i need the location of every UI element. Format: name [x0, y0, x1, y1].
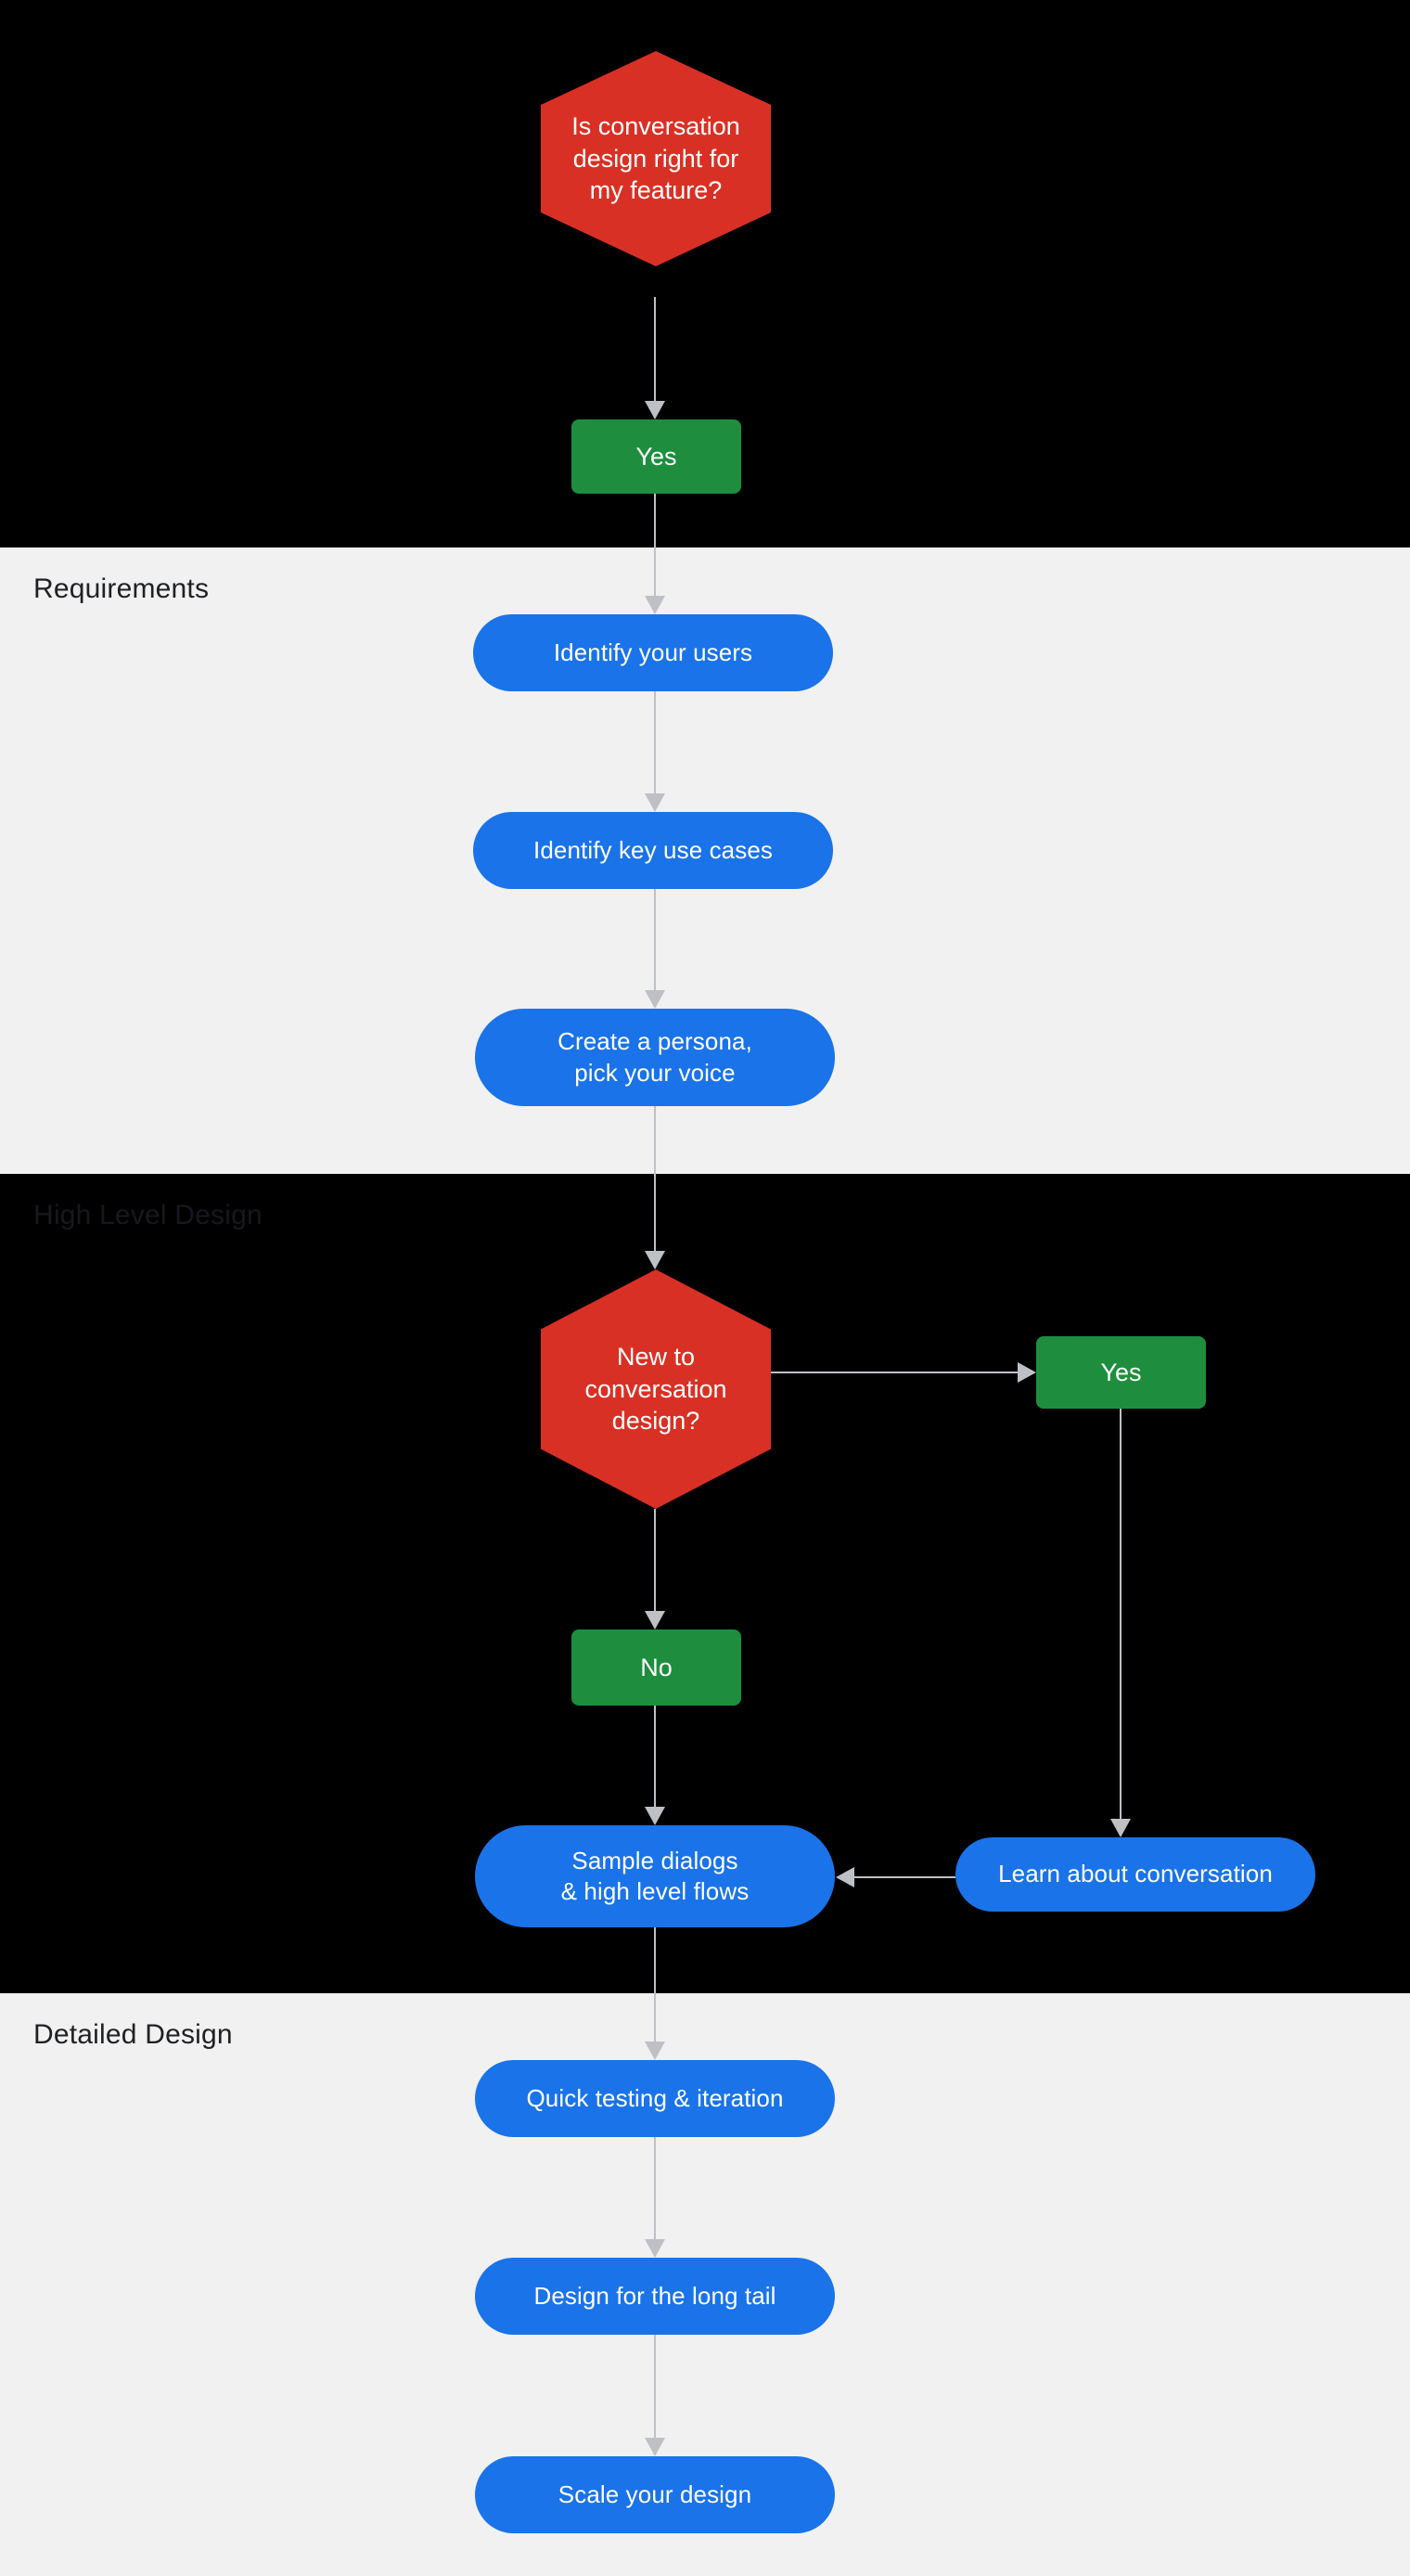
arrowhead-down-icon-c-no-to-sample [645, 1807, 665, 1825]
arrowhead-down-icon-c-usecases-to-persona [645, 990, 665, 1009]
connector-line-c-hex2-to-yes2 [771, 1372, 1018, 1373]
node-label-identify-use-cases: Identify key use cases [533, 835, 773, 864]
node-label-q-right-for-feature: Is conversation design right for my feat… [571, 112, 740, 205]
node-no-1[interactable]: No [571, 1629, 741, 1706]
connector-line-c-sample-to-quick [654, 1927, 656, 2041]
section-label-requirements: Requirements [33, 573, 210, 604]
connector-line-c-yes1-to-users [654, 494, 656, 596]
arrowhead-left-icon-c-learn-to-sample [836, 1867, 854, 1887]
node-label-q-new-to-cd: New to conversation design? [584, 1343, 727, 1436]
node-quick-testing[interactable]: Quick testing & iteration [475, 2060, 835, 2137]
arrowhead-down-icon-c-persona-to-hex2 [645, 1251, 665, 1269]
arrowhead-down-icon-c-users-to-usecases [645, 793, 665, 812]
connector-line-c-no-to-sample [654, 1706, 656, 1807]
connector-line-c-hex1-to-yes1 [654, 297, 656, 401]
node-scale-design[interactable]: Scale your design [475, 2456, 835, 2533]
node-label-design-long-tail: Design for the long tail [533, 2281, 776, 2310]
section-label-high-level: High Level Design [33, 1200, 263, 1230]
connector-line-c-hex2-to-no [654, 1509, 656, 1611]
node-sample-dialogs[interactable]: Sample dialogs & high level flows [475, 1825, 835, 1927]
arrowhead-down-icon-c-quick-to-longtail [645, 2239, 665, 2258]
arrowhead-down-icon-c-longtail-to-scale [645, 2438, 665, 2456]
arrowhead-down-icon-c-yes1-to-users [645, 596, 665, 614]
arrowhead-down-icon-c-hex1-to-yes1 [645, 401, 665, 419]
node-identify-use-cases[interactable]: Identify key use cases [473, 812, 833, 889]
connector-line-c-yes2-to-learn [1120, 1409, 1122, 1819]
connector-line-c-longtail-to-scale [654, 2335, 656, 2438]
node-label-yes-1: Yes [635, 442, 677, 470]
node-yes-1[interactable]: Yes [571, 419, 741, 494]
connector-line-c-quick-to-longtail [654, 2137, 656, 2239]
node-label-yes-2: Yes [1100, 1358, 1142, 1386]
connector-line-c-users-to-usecases [654, 691, 656, 793]
node-label-learn-conversation: Learn about conversation [998, 1860, 1273, 1888]
node-label-quick-testing: Quick testing & iteration [526, 2083, 784, 2112]
node-create-persona[interactable]: Create a persona, pick your voice [475, 1009, 835, 1106]
arrowhead-down-icon-c-hex2-to-no [645, 1611, 665, 1629]
node-label-identify-users: Identify your users [553, 638, 753, 666]
arrowhead-right-icon-c-hex2-to-yes2 [1018, 1362, 1036, 1383]
node-label-scale-design: Scale your design [558, 2479, 752, 2508]
node-label-sample-dialogs: Sample dialogs & high level flows [560, 1846, 750, 1905]
node-learn-conversation[interactable]: Learn about conversation [955, 1837, 1315, 1912]
connector-line-c-persona-to-hex2 [654, 1106, 656, 1251]
arrowhead-down-icon-c-yes2-to-learn [1110, 1819, 1131, 1837]
node-design-long-tail[interactable]: Design for the long tail [475, 2258, 835, 2335]
arrowhead-down-icon-c-sample-to-quick [645, 2041, 665, 2060]
section-label-detailed: Detailed Design [33, 2019, 233, 2050]
connector-line-c-learn-to-sample [854, 1876, 955, 1878]
node-yes-2[interactable]: Yes [1036, 1336, 1206, 1409]
node-identify-users[interactable]: Identify your users [473, 614, 833, 691]
connector-line-c-usecases-to-persona [654, 889, 656, 990]
node-label-create-persona: Create a persona, pick your voice [558, 1027, 752, 1087]
node-label-no-1: No [640, 1653, 673, 1681]
